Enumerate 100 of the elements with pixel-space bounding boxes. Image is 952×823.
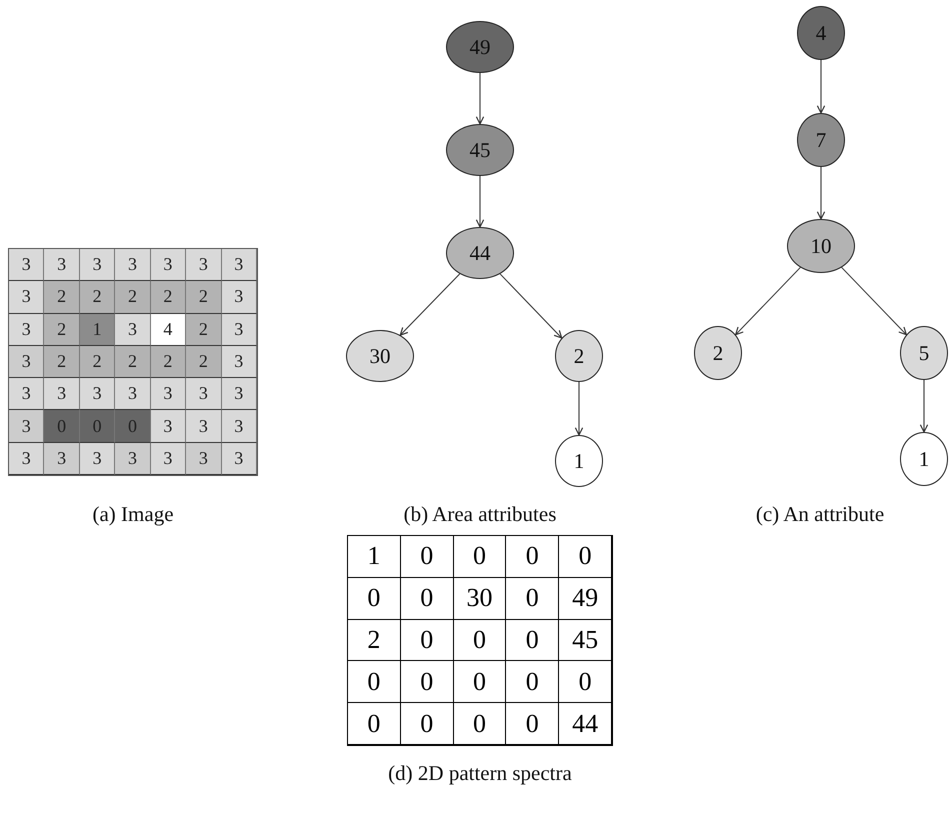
pixel-cell: 3 [150,378,186,410]
pixel-cell: 3 [222,314,257,346]
table-cell: 0 [400,536,454,578]
table-cell: 0 [348,578,401,620]
pixel-cell: 3 [44,249,80,282]
arrow [841,266,907,336]
pixel-cell: 3 [150,442,186,475]
tree-node: 1 [555,435,603,487]
table-cell: 0 [348,703,401,745]
table-cell: 0 [559,661,612,704]
pixel-cell: 2 [44,346,80,378]
pixel-cell: 3 [115,442,151,475]
pixel-cell: 3 [222,249,257,282]
pixel-cell: 2 [150,281,186,314]
pixel-cell: 3 [9,410,44,443]
table-cell: 44 [559,703,612,745]
pixel-cell: 3 [9,442,44,475]
arrow [920,380,928,433]
pixel-cell: 4 [150,314,186,346]
arrow [735,266,801,336]
pixel-cell: 0 [115,410,151,443]
arrow [476,72,484,125]
pixel-cell: 0 [80,410,116,443]
table-cell: 0 [454,536,506,578]
table-cell: 49 [559,578,612,620]
pixel-cell: 3 [115,249,151,282]
tree-node: 4 [797,6,845,60]
tree-node: 10 [787,219,855,273]
table-cell: 0 [400,578,454,620]
pixel-cell: 3 [150,249,186,282]
table-cell: 0 [454,661,506,704]
pixel-cell: 2 [186,346,222,378]
tree-node: 30 [346,330,414,382]
pixel-cell: 3 [186,378,222,410]
pixel-cell: 2 [80,346,116,378]
pixel-cell: 3 [80,442,116,475]
table-cell: 0 [400,661,454,704]
table-cell: 0 [400,620,454,662]
pixel-cell: 3 [9,346,44,378]
table-cell: 1 [348,536,401,578]
arrow [500,273,562,339]
pixel-cell: 3 [186,410,222,443]
table-cell: 0 [400,703,454,745]
pixel-cell: 3 [80,249,116,282]
arrow [816,60,826,114]
pixel-cell: 2 [186,281,222,314]
pixel-cell: 2 [115,346,151,378]
tree-node: 7 [797,113,845,167]
pixel-cell: 3 [150,410,186,443]
table-cell: 2 [348,620,401,662]
pixel-cell: 2 [186,314,222,346]
pixel-cell: 0 [44,410,80,443]
caption: (c) An attribute [756,502,884,527]
pixel-cell: 2 [115,281,151,314]
tree-node: 2 [694,326,742,380]
tree-node: 49 [446,21,514,73]
pixel-cell: 3 [115,378,151,410]
pixel-cell: 2 [150,346,186,378]
tree-node: 5 [900,326,948,380]
table-cell: 0 [506,620,560,662]
arrow [574,382,584,436]
table-cell: 0 [506,661,560,704]
table-cell: 0 [559,536,612,578]
pixel-cell: 3 [9,249,44,282]
pixel-cell: 3 [222,410,257,443]
tree-node: 1 [900,432,948,486]
tree-node: 44 [446,227,514,279]
caption: (d) 2D pattern spectra [388,761,572,786]
caption: (a) Image [92,502,174,527]
table-cell: 0 [348,661,401,704]
pixel-cell: 1 [80,314,116,346]
pixel-cell: 2 [44,314,80,346]
pixel-cell: 2 [80,281,116,314]
pixel-cell: 3 [186,442,222,475]
table-cell: 0 [506,536,560,578]
pixel-cell: 3 [222,281,257,314]
arrow [400,273,460,336]
arrow [816,166,826,220]
arrow [476,176,484,228]
table-cell: 45 [559,620,612,662]
pixel-cell: 3 [186,249,222,282]
table-cell: 0 [506,703,560,745]
table-cell: 0 [506,578,560,620]
table-cell: 30 [454,578,506,620]
pixel-cell: 3 [44,378,80,410]
pixel-cell: 3 [80,378,116,410]
pixel-cell: 3 [9,281,44,314]
pixel-cell: 3 [222,346,257,378]
pixel-cell: 2 [44,281,80,314]
pixel-cell: 3 [9,378,44,410]
table-cell: 0 [454,620,506,662]
pixel-cell: 3 [115,314,151,346]
pixel-cell: 3 [222,442,257,475]
tree-node: 2 [555,330,603,382]
caption: (b) Area attributes [404,502,556,527]
pixel-cell: 3 [44,442,80,475]
pixel-cell: 3 [222,378,257,410]
tree-node: 45 [446,124,514,176]
table-cell: 0 [454,703,506,745]
pixel-cell: 3 [9,314,44,346]
